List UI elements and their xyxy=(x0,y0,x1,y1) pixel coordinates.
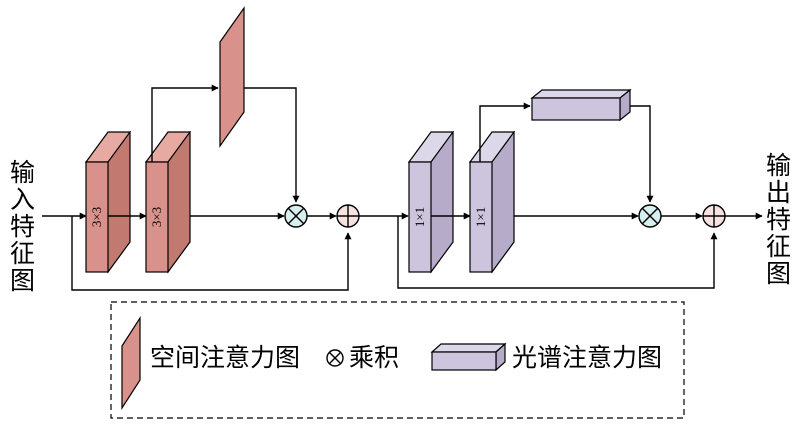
legend-frame xyxy=(110,301,685,419)
output-label-char: 图 xyxy=(766,259,791,288)
spatial-attention-map xyxy=(219,6,245,148)
legend-spectral-label: 光谱注意力图 xyxy=(512,343,662,372)
conv-a-label: 3×3 xyxy=(89,207,104,227)
input-label-char: 输 xyxy=(10,158,35,187)
conv-block-d: 1×1 xyxy=(468,130,516,274)
legend-spectral-swatch xyxy=(430,342,507,372)
conv-block-a: 3×3 xyxy=(84,130,132,274)
spectral-attention-arrow xyxy=(630,105,654,203)
input-label-char: 征 xyxy=(10,239,35,268)
spectral-branch-arrow xyxy=(479,102,531,162)
legend-product-label: 乘积 xyxy=(349,343,399,372)
output-label: 输 出 特 征 图 xyxy=(766,151,791,288)
input-label-char: 特 xyxy=(10,212,35,241)
output-label-char: 征 xyxy=(766,232,791,261)
add-icon xyxy=(702,204,726,228)
output-label-char: 输 xyxy=(766,151,791,180)
spatial-branch-arrow xyxy=(151,84,219,162)
input-label-char: 入 xyxy=(10,185,35,214)
conv-b-label: 3×3 xyxy=(149,207,164,227)
input-label: 输 入 特 征 图 xyxy=(10,158,35,295)
output-label-char: 特 xyxy=(766,205,791,234)
conv-c-label: 1×1 xyxy=(412,207,427,227)
multiply-icon xyxy=(284,204,308,228)
conv-block-c: 1×1 xyxy=(407,130,455,274)
spectral-residual-connection xyxy=(397,216,718,289)
add-icon xyxy=(336,204,360,228)
conv-d-label: 1×1 xyxy=(473,207,488,227)
legend-spatial-label: 空间注意力图 xyxy=(150,343,300,372)
spatial-residual-connection xyxy=(71,216,352,291)
spatial-attention-arrow xyxy=(244,87,300,203)
legend: 空间注意力图 乘积 光谱注意力图 xyxy=(110,301,685,419)
legend-spatial-swatch xyxy=(121,315,141,411)
output-label-char: 出 xyxy=(766,178,791,207)
multiply-icon xyxy=(638,204,662,228)
legend-multiply-icon xyxy=(326,349,344,367)
spectral-attention-map xyxy=(530,88,632,122)
input-label-char: 图 xyxy=(10,266,35,295)
conv-block-b: 3×3 xyxy=(144,130,192,274)
